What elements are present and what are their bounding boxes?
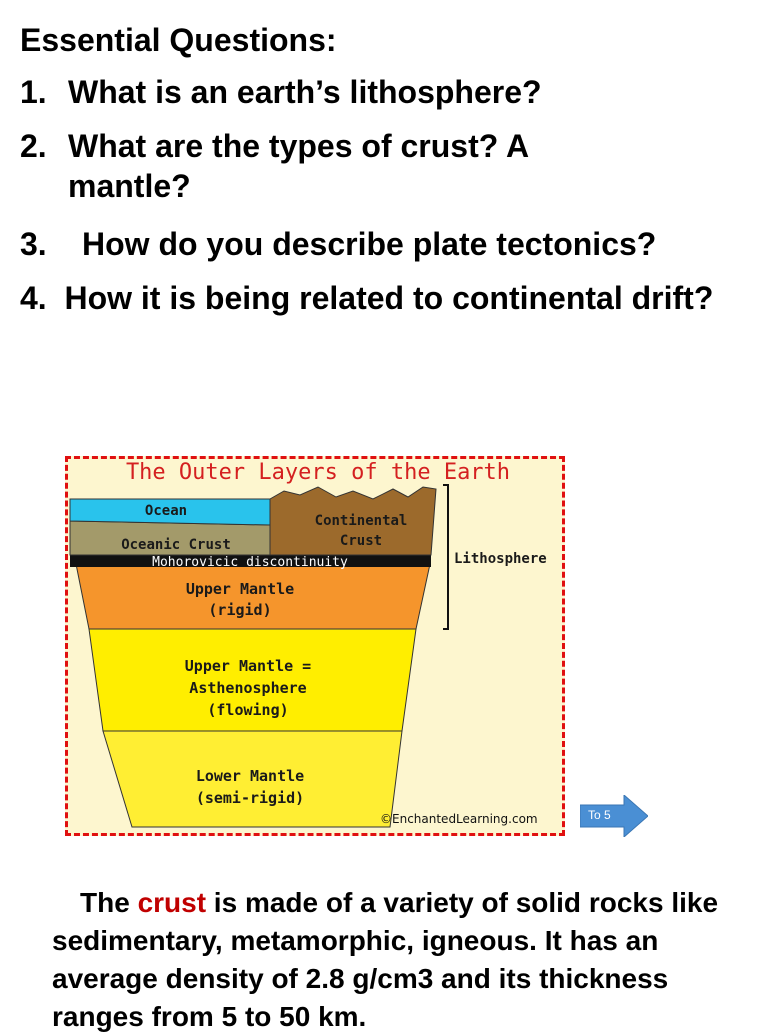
upper-mantle-label-1: Upper Mantle — [186, 580, 294, 598]
question-1-number: 1. — [20, 74, 47, 110]
question-4-number: 4. — [20, 280, 47, 316]
lithosphere-label: Lithosphere — [454, 551, 547, 567]
earth-layers-diagram: The Outer Layers of the Earth Ocean Cont… — [65, 456, 565, 836]
copyright-label: ©EnchantedLearning.com — [380, 812, 538, 826]
paragraph-highlight: crust — [137, 887, 207, 918]
question-2-number: 2. — [20, 128, 47, 164]
ocean-label: Ocean — [145, 503, 187, 519]
question-3-text: How do you describe plate tectonics? — [82, 226, 657, 262]
question-4: 4. How it is being related to continenta… — [20, 278, 740, 318]
heading: Essential Questions: — [20, 22, 337, 58]
asthenosphere-label-1: Upper Mantle = — [185, 657, 311, 675]
question-1-text: What is an earth’s lithosphere? — [68, 74, 542, 110]
moho-label: Mohorovicic discontinuity — [152, 555, 348, 570]
question-3-number: 3. — [20, 226, 47, 262]
crust-paragraph: The crust is made of a variety of solid … — [52, 884, 752, 1036]
earth-layers-svg: The Outer Layers of the Earth Ocean Cont… — [69, 460, 547, 828]
moho-band — [70, 555, 431, 567]
continental-crust-layer — [269, 486, 437, 556]
right-arrow-icon — [579, 793, 649, 839]
paragraph-rest: is made of a variety of solid rocks like… — [52, 887, 719, 1032]
asthenosphere-label-2: Asthenosphere — [189, 679, 306, 697]
lower-mantle-label-2: (semi-rigid) — [196, 789, 304, 807]
lithosphere-bracket — [443, 484, 449, 630]
continental-label-1: Continental — [315, 513, 408, 529]
question-2-text: What are the types of crust? A mantle? — [68, 128, 528, 204]
upper-mantle-label-2: (rigid) — [208, 601, 271, 619]
question-4-text: How it is being related to continental d… — [64, 280, 714, 316]
paragraph-prefix: The — [80, 887, 138, 918]
asthenosphere-label-3: (flowing) — [207, 701, 288, 719]
to-5-arrow-button[interactable]: To 5 — [579, 793, 649, 839]
lower-mantle-label-1: Lower Mantle — [196, 767, 304, 785]
oceanic-crust-label: Oceanic Crust — [121, 537, 231, 553]
to-5-label: To 5 — [588, 808, 611, 822]
diagram-title: The Outer Layers of the Earth — [126, 460, 510, 485]
continental-label-2: Crust — [340, 533, 382, 549]
